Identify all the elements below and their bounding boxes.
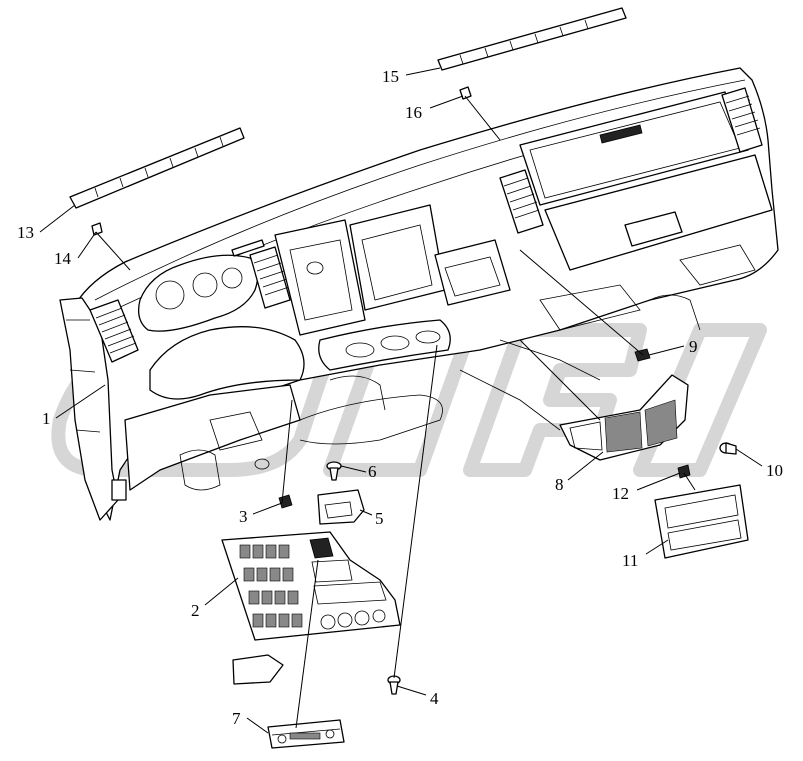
center-vent-panel [559, 374, 689, 461]
switch-panel [221, 531, 401, 641]
callout-labels: 1 2 3 4 5 6 7 8 9 10 11 12 13 14 15 16 [17, 67, 783, 728]
callout-15: 15 [382, 67, 399, 86]
clip-part-3 [278, 494, 293, 509]
callout-5: 5 [375, 509, 384, 528]
radio-unit [267, 719, 345, 749]
callout-1: 1 [42, 409, 51, 428]
clip-part-12 [677, 464, 691, 479]
defroster-strip-left [69, 127, 245, 209]
callout-9: 9 [689, 337, 698, 356]
switch-panel-cover [232, 654, 284, 685]
callout-11: 11 [622, 551, 638, 570]
storage-tray [654, 484, 749, 559]
callout-13: 13 [17, 223, 34, 242]
plug-part-10 [719, 442, 737, 455]
callout-10: 10 [766, 461, 783, 480]
callout-12: 12 [612, 484, 629, 503]
callout-4: 4 [430, 689, 439, 708]
clip-part-14 [91, 222, 103, 236]
callout-7: 7 [232, 709, 241, 728]
dashboard-body [59, 67, 779, 521]
leader-lines [39, 67, 763, 734]
callout-2: 2 [191, 601, 200, 620]
defroster-strip-right [437, 7, 627, 71]
bracket-part-5 [317, 489, 365, 525]
callout-16: 16 [405, 103, 422, 122]
callout-14: 14 [54, 249, 72, 268]
screw-part-4 [387, 675, 401, 695]
callout-6: 6 [368, 462, 377, 481]
callout-8: 8 [555, 475, 564, 494]
callout-3: 3 [239, 507, 248, 526]
